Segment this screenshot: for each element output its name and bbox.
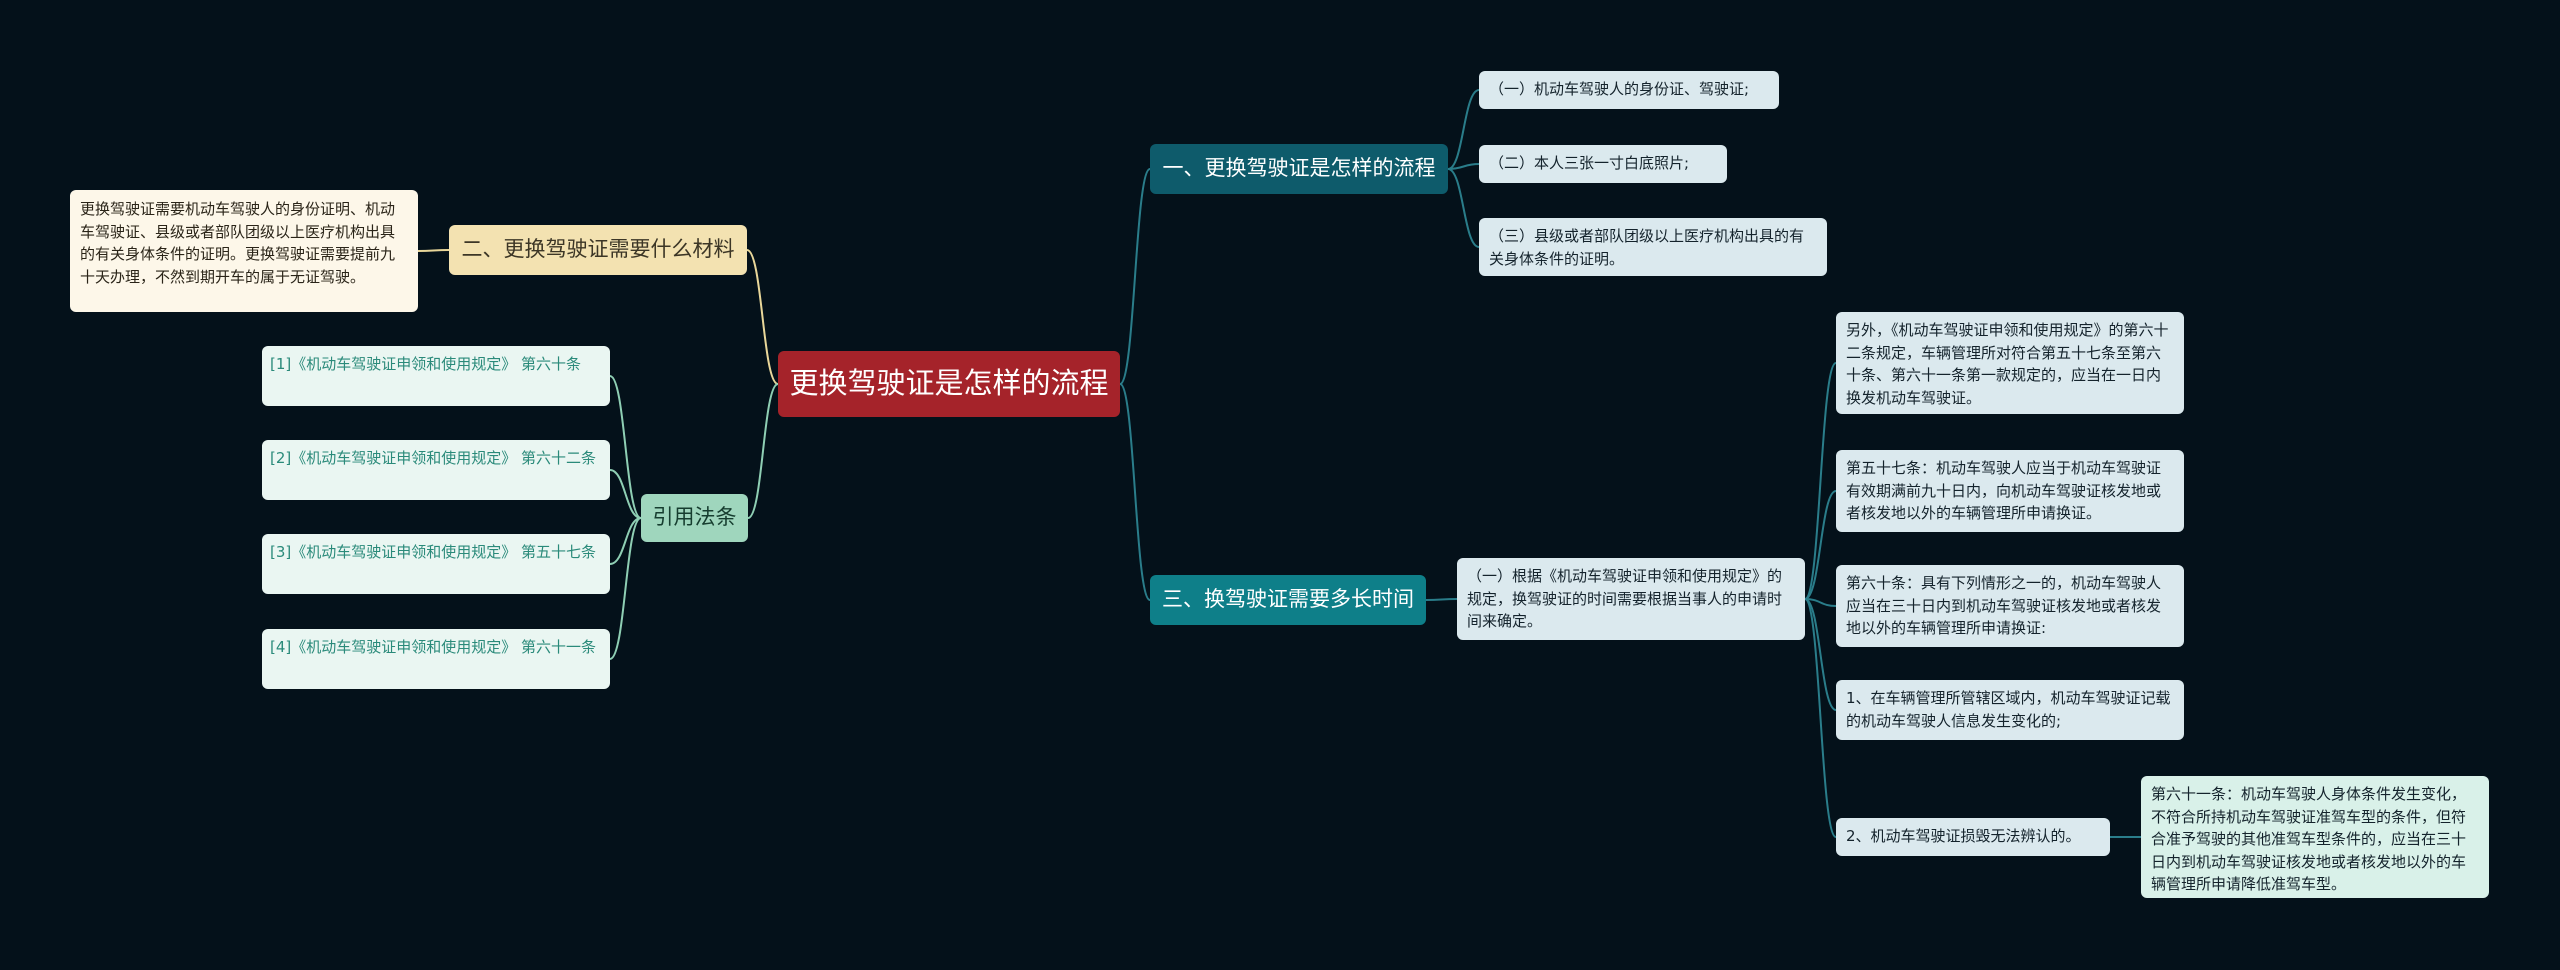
branch-1-item-3[interactable]: （三）县级或者部队团级以上医疗机构出具的有关身体条件的证明。 (1479, 218, 1827, 276)
link-branch-2-detail (417, 249, 450, 252)
reference-item-2[interactable]: [2]《机动车驾驶证申领和使用规定》 第六十二条 (262, 440, 610, 500)
branch-3-item-2[interactable]: 第五十七条：机动车驾驶人应当于机动车驾驶证有效期满前九十日内，向机动车驾驶证核发… (1836, 450, 2184, 532)
link-sub-item-1 (1804, 362, 1837, 600)
branch-4-title: 引用法条 (652, 505, 737, 530)
branch-3-item-5-detail[interactable]: 第六十一条：机动车驾驶人身体条件发生变化，不符合所持机动车驾驶证准驾车型的条件，… (2141, 776, 2489, 898)
reference-item-3[interactable]: [3]《机动车驾驶证申领和使用规定》 第五十七条 (262, 534, 610, 594)
reference-item-4[interactable]: [4]《机动车驾驶证申领和使用规定》 第六十一条 (262, 629, 610, 689)
root-node[interactable]: 更换驾驶证是怎样的流程 (778, 351, 1120, 417)
branch-2-node[interactable]: 二、更换驾驶证需要什么材料 (449, 225, 747, 275)
branch-3-sub-node[interactable]: （一）根据《机动车驾驶证申领和使用规定》的规定，换驾驶证的时间需要根据当事人的申… (1457, 558, 1805, 640)
branch-4-node[interactable]: 引用法条 (641, 494, 748, 542)
link-root-branch-4 (747, 383, 779, 519)
branch-3-node[interactable]: 三、换驾驶证需要多长时间 (1150, 575, 1426, 625)
link-root-branch-2 (746, 249, 779, 385)
branch-2-title: 二、更换驾驶证需要什么材料 (461, 237, 735, 262)
root-title: 更换驾驶证是怎样的流程 (789, 366, 1109, 401)
link-sub-item-4 (1804, 598, 1837, 711)
branch-3-title: 三、换驾驶证需要多长时间 (1162, 587, 1414, 612)
branch-3-item-5[interactable]: 2、机动车驾驶证损毁无法辨认的。 (1836, 818, 2110, 856)
link-branch-1-item-2 (1447, 163, 1480, 170)
link-sub-item-2 (1804, 490, 1837, 600)
link-root-branch-1 (1119, 168, 1151, 385)
link-sub-item-3 (1804, 598, 1837, 607)
branch-1-item-2[interactable]: （二）本人三张一寸白底照片; (1479, 145, 1727, 183)
branch-3-item-1[interactable]: 另外，《机动车驾驶证申领和使用规定》的第六十二条规定，车辆管理所对符合第五十七条… (1836, 312, 2184, 414)
branch-3-item-4[interactable]: 1、在车辆管理所管辖区域内，机动车驾驶证记载的机动车驾驶人信息发生变化的; (1836, 680, 2184, 740)
branch-1-node[interactable]: 一、更换驾驶证是怎样的流程 (1150, 144, 1448, 194)
link-branch-1-item-3 (1447, 168, 1480, 248)
link-root-branch-3 (1119, 383, 1151, 601)
branch-2-detail[interactable]: 更换驾驶证需要机动车驾驶人的身份证明、机动车驾驶证、县级或者部队团级以上医疗机构… (70, 190, 418, 312)
link-branch-4-ref-2 (609, 469, 642, 519)
link-branch-4-ref-1 (609, 375, 642, 519)
link-branch-4-ref-3 (609, 517, 642, 565)
link-branch-3-sub (1425, 598, 1458, 601)
link-branch-4-ref-4 (609, 517, 642, 660)
branch-3-item-3[interactable]: 第六十条：具有下列情形之一的，机动车驾驶人应当在三十日内到机动车驾驶证核发地或者… (1836, 565, 2184, 647)
link-sub-item-5 (1804, 598, 1837, 838)
branch-1-title: 一、更换驾驶证是怎样的流程 (1162, 156, 1436, 181)
link-branch-1-item-1 (1447, 89, 1480, 170)
branch-1-item-1[interactable]: （一）机动车驾驶人的身份证、驾驶证; (1479, 71, 1779, 109)
reference-item-1[interactable]: [1]《机动车驾驶证申领和使用规定》 第六十条 (262, 346, 610, 406)
